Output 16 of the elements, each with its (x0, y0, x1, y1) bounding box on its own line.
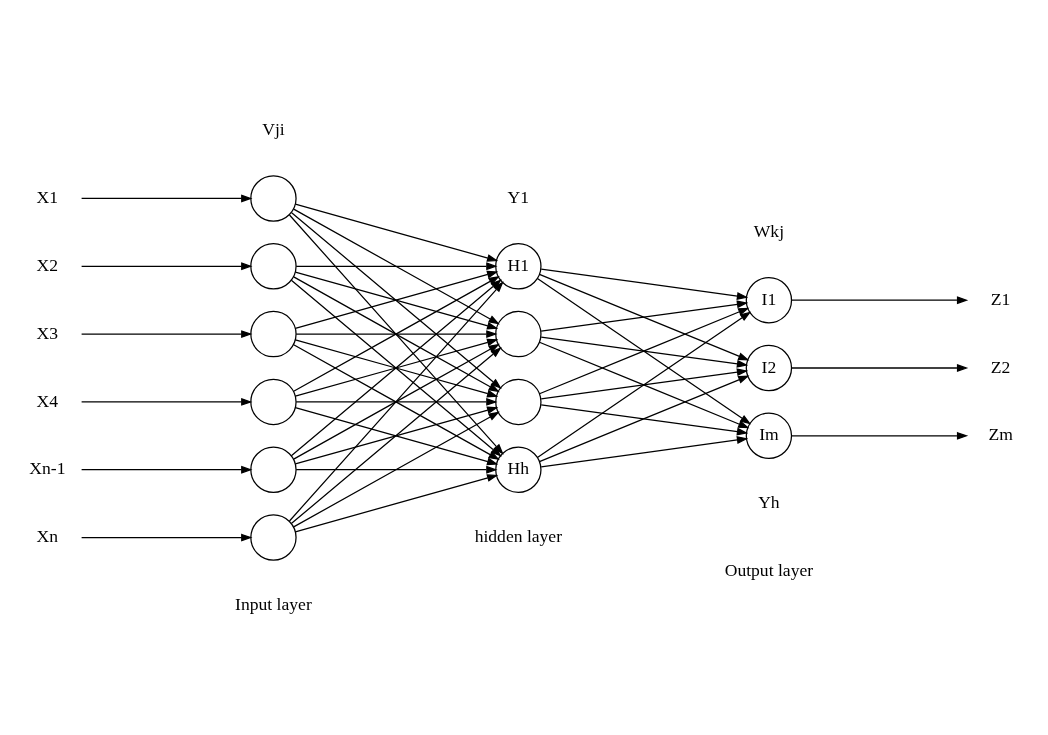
node-text: X1 (36, 186, 59, 207)
label: Output layer (724, 559, 814, 580)
label: Input layer (235, 593, 312, 614)
node-text: Zm (988, 423, 1013, 444)
label: Y1 (507, 186, 530, 207)
node-text: Z2 (990, 356, 1011, 377)
label: hidden layer (474, 525, 563, 546)
label: Wkj (753, 220, 785, 241)
node-text: Xn (36, 525, 59, 546)
node-text: Z1 (990, 288, 1011, 309)
label: Yh (758, 491, 780, 512)
node-text: Xn-1 (29, 457, 66, 478)
label: Vji (262, 118, 285, 139)
node-text: X2 (36, 254, 59, 275)
node-text: X3 (36, 322, 59, 343)
node-text: X4 (36, 390, 59, 411)
